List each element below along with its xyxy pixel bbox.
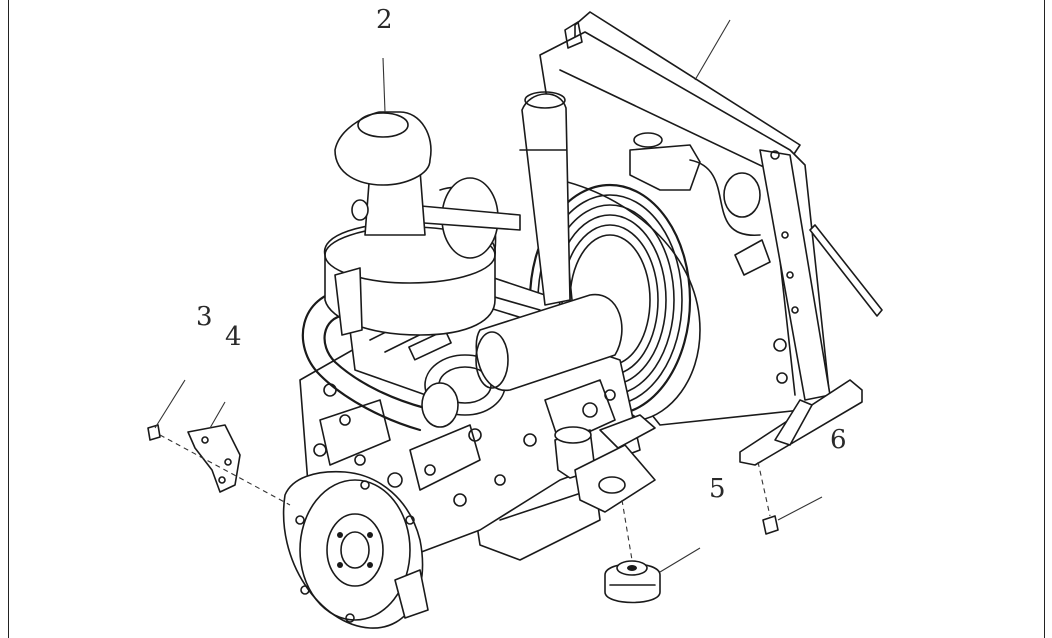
leader-top-radiator (694, 19, 731, 81)
radiator-filler-box (629, 144, 701, 191)
radiator-drain-plug (773, 338, 787, 352)
radiator-foot-bolt-head (762, 515, 779, 535)
callout-3: 3 (196, 302, 213, 332)
valve-cover-plate (408, 329, 452, 361)
leader-5 (659, 547, 701, 573)
radiator-foot-bolt (762, 515, 779, 535)
intake-pipe-outer (301, 288, 422, 432)
callout-2: 2 (376, 5, 393, 35)
rear-engine-mount-bracket (187, 424, 241, 493)
radiator-upper-outlet (723, 172, 761, 218)
intake-pipe-inner (323, 313, 427, 410)
rear-mount-bracket (187, 424, 241, 493)
radiator-foot-gusset (774, 399, 813, 446)
leader-radiator-bolt (777, 496, 823, 521)
bracket-bolt (147, 424, 161, 441)
callout-5: 5 (709, 474, 726, 504)
flywheel-housing (282, 470, 429, 629)
starter-pad (394, 569, 429, 619)
flywheel-hub (326, 513, 384, 587)
air-cleaner-assembly (323, 111, 521, 336)
turbo-compressor-inlet (421, 382, 459, 428)
frame-right-border (1044, 0, 1045, 638)
radiator-support-rod (809, 224, 883, 317)
leader-2 (382, 57, 386, 113)
exhaust-stack-pipe (521, 93, 571, 306)
centerline-front-mount (621, 499, 633, 561)
radiator-overflow-hose (689, 159, 761, 236)
leader-lines (154, 19, 823, 573)
rubber-isolator (604, 560, 661, 604)
precleaner-cap (334, 111, 432, 186)
lower-radiator-hose (599, 414, 656, 449)
centerline-rear-mount (159, 434, 291, 506)
centerline-radiator-foot (757, 461, 771, 517)
callout-6: 6 (830, 425, 847, 455)
radiator-corner-tab (564, 21, 583, 49)
callout-4: 4 (225, 322, 242, 352)
leader-4 (209, 401, 226, 429)
radiator-filler-cap (633, 132, 663, 148)
dust-valve (334, 267, 363, 336)
bracket-bolt-head (147, 424, 161, 441)
radiator-assembly (528, 11, 883, 466)
leader-3 (154, 379, 186, 429)
radiator-lower-outlet (734, 239, 771, 276)
frame-left-border (8, 0, 9, 638)
